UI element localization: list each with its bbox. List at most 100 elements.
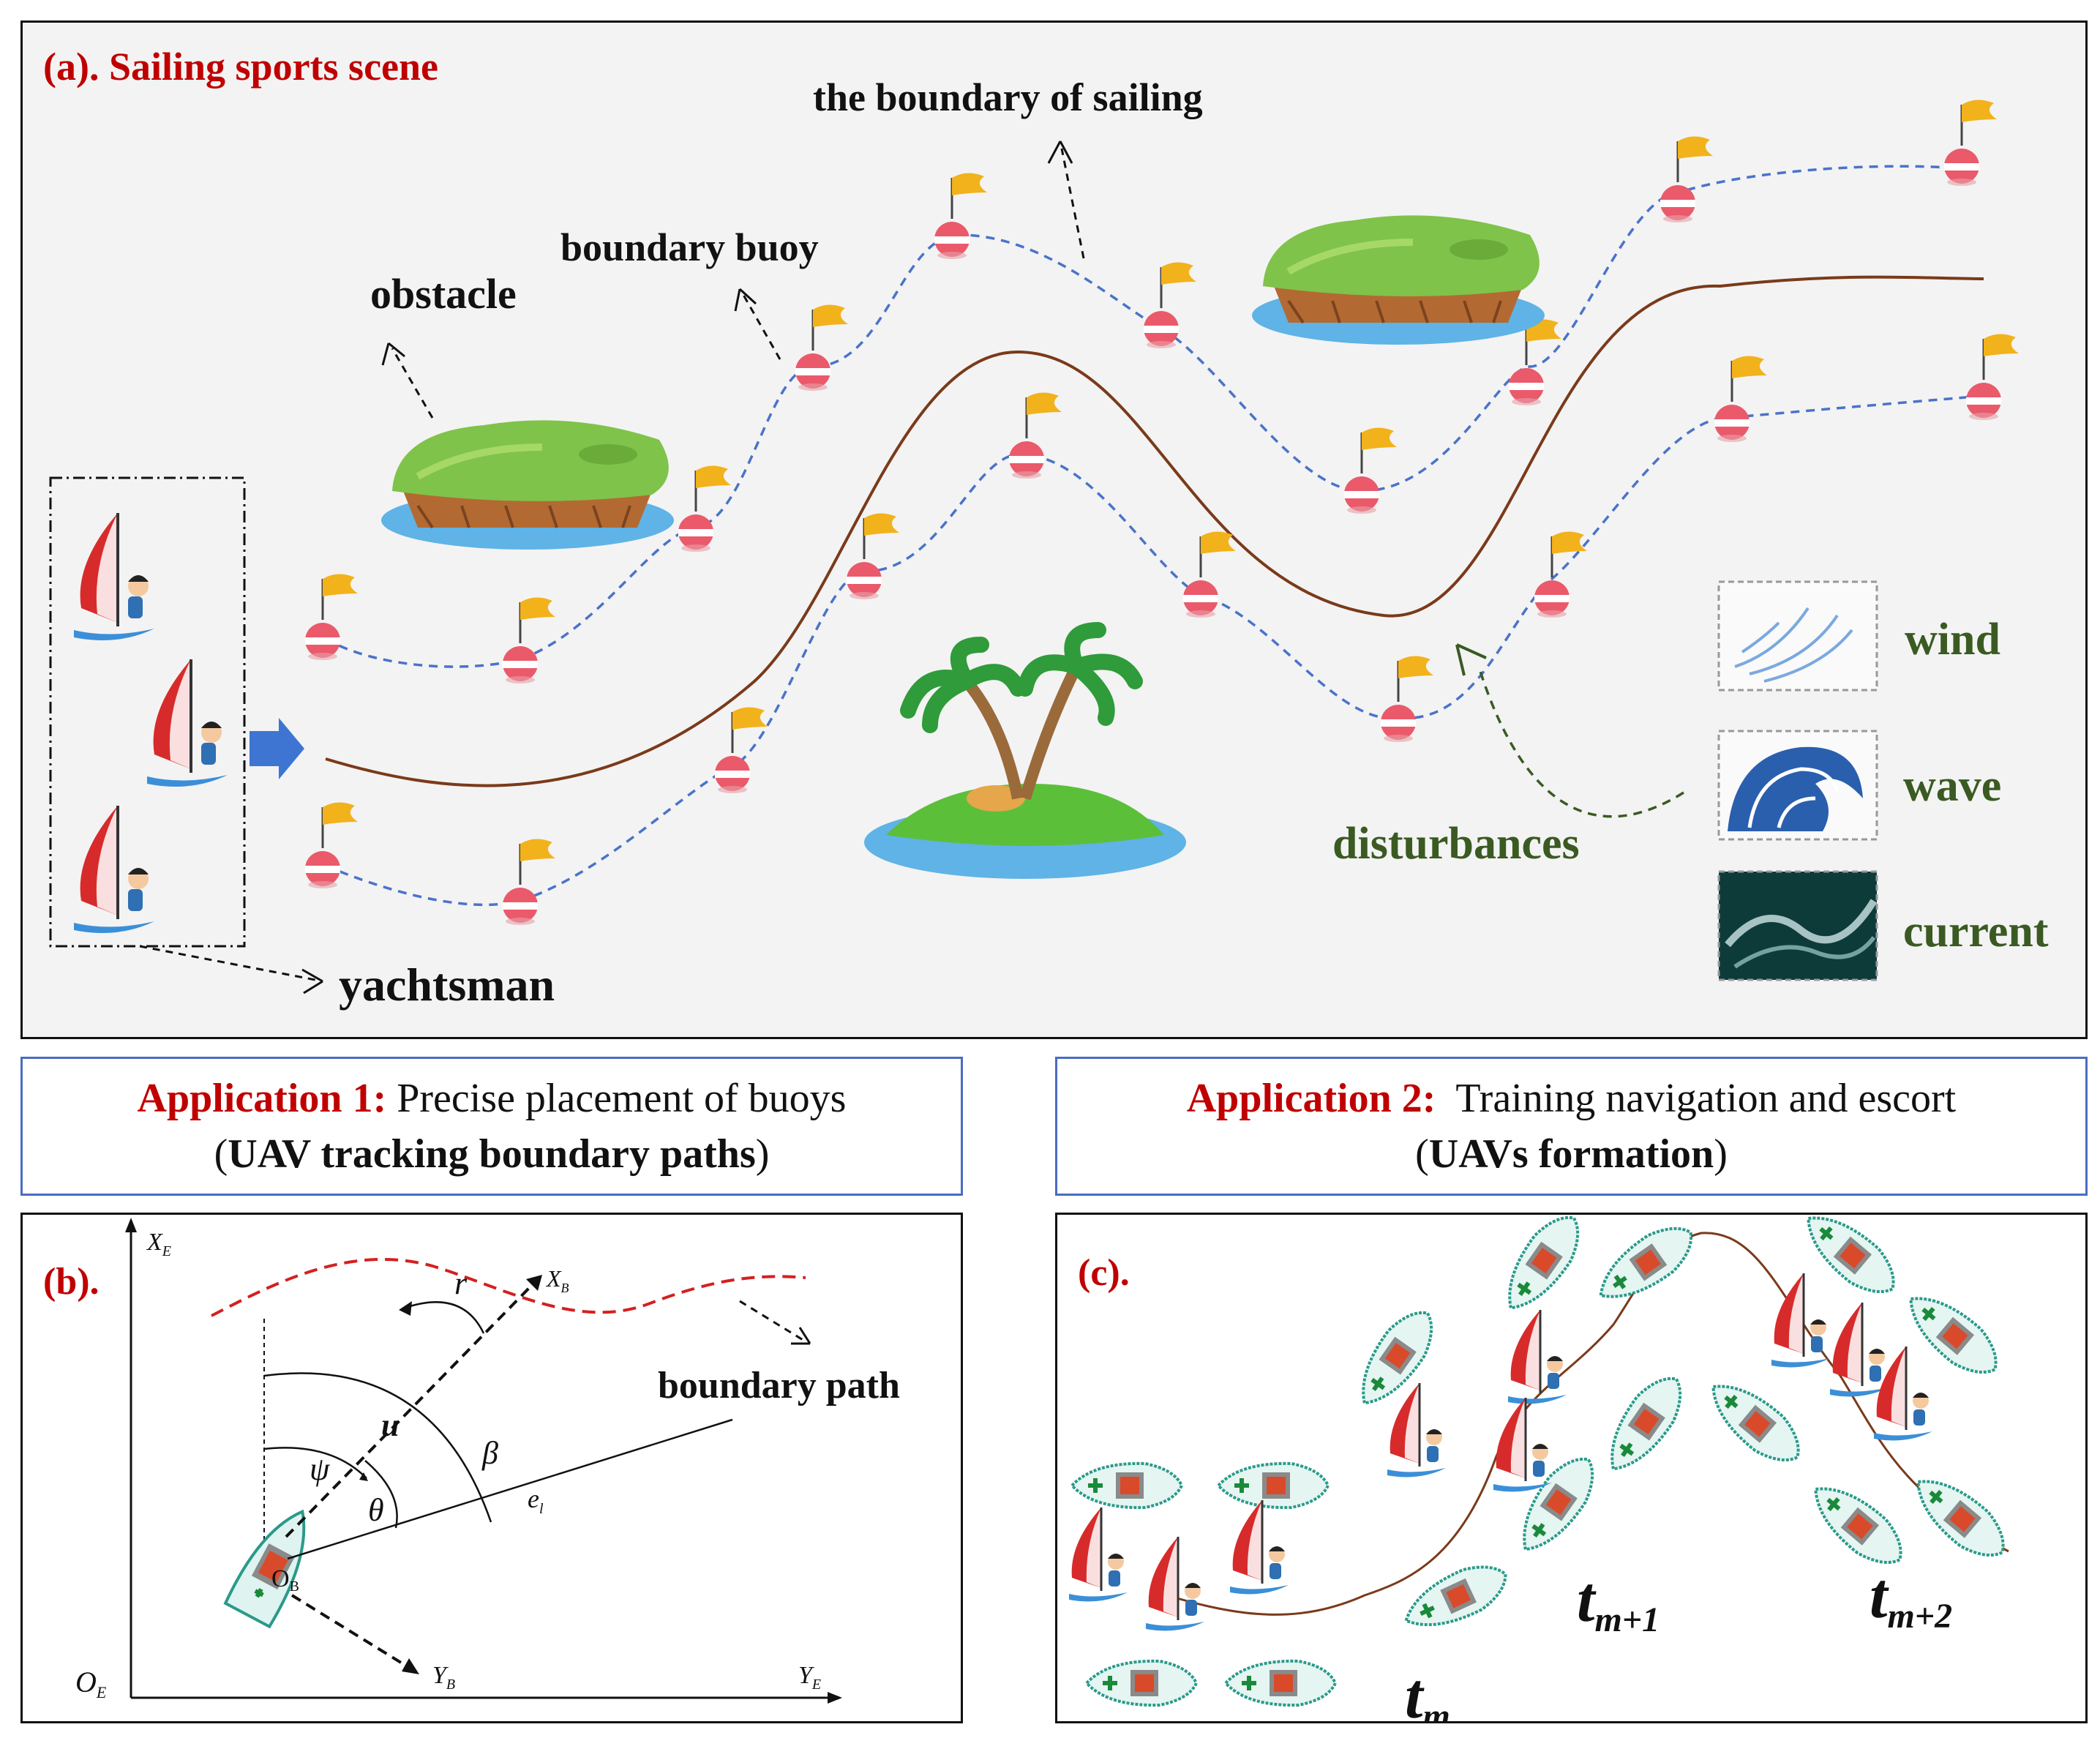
sailing-path: [325, 275, 1984, 787]
uav-boat-icon: [1904, 1465, 2017, 1570]
wave-icon: [1728, 746, 1863, 831]
buoy-icon: [1659, 135, 1714, 224]
panel-a: (a). Sailing sports scene: [20, 20, 2088, 1039]
yachtsman-group-box: [49, 476, 246, 948]
oe-origin-label: OE: [75, 1666, 107, 1701]
windsurfer-icon: [1829, 1301, 1890, 1398]
el-label: el: [528, 1484, 544, 1517]
application-1-subtitle: UAV tracking boundary paths: [228, 1131, 756, 1177]
psi-arc: [263, 1447, 367, 1479]
buoy-icon: [1343, 426, 1398, 515]
application-2-subtitle: UAVs formation: [1428, 1131, 1714, 1177]
yachtsman-label: yachtsman: [339, 959, 555, 1011]
boundary-buoy-label: boundary buoy: [560, 225, 819, 269]
buoy-icon: [1965, 332, 2020, 422]
yb-axis: [290, 1594, 412, 1670]
beta-symbol: β: [481, 1435, 498, 1471]
windsurfer-icon: [1507, 1308, 1568, 1405]
disturbances-label: disturbances: [1332, 819, 1580, 869]
buoy-icon: [1008, 391, 1063, 480]
uav-boat-icon: [1397, 1554, 1515, 1641]
buoy-icon: [1533, 530, 1589, 619]
uav-boat-icon: [1493, 1215, 1591, 1321]
panel-a-canvas: (a). Sailing sports scene: [43, 45, 2049, 1011]
panel-c: (c). tm tm+1 tm+2: [1055, 1213, 2088, 1736]
uav-boat-icon: [1072, 1464, 1182, 1507]
current-label: current: [1903, 907, 2049, 956]
application-1-box: Application 1: Precise placement of buoy…: [20, 1057, 963, 1196]
lower-boundary-line: [325, 394, 1984, 907]
uav-boat-icon: [1218, 1464, 1328, 1507]
uav-boat-icon: [1226, 1661, 1335, 1705]
xb-axis-label: XB: [545, 1265, 569, 1295]
buoy-icon: [304, 801, 359, 890]
theta-arc: [364, 1460, 398, 1529]
time-label-tm1: tm+1: [1577, 1565, 1660, 1639]
uav-boat-icon: [1087, 1661, 1196, 1705]
windsurfer-icon: [1144, 1535, 1206, 1632]
theta-symbol: θ: [368, 1492, 384, 1528]
psi-symbol: ψ: [310, 1451, 330, 1487]
wind-icon-box: [1717, 580, 1878, 692]
panel-b-canvas: (b). XE YE OE boundary path XB YB OB el: [43, 1218, 900, 1704]
uav-boat-icon: [1588, 1215, 1703, 1314]
windsurfer-icon: [1229, 1499, 1290, 1595]
buoy-icon: [501, 596, 557, 685]
obstacle-island-icon: [381, 420, 674, 550]
u-symbol: u: [381, 1407, 399, 1443]
windsurfer-icon: [72, 804, 156, 934]
r-arc: [402, 1301, 485, 1334]
yb-axis-label: YB: [432, 1662, 455, 1693]
buoy-icon: [1142, 261, 1198, 350]
island-icon: [1252, 215, 1545, 345]
xe-axis-label: XE: [146, 1229, 171, 1259]
uav-boat-icon: [1595, 1366, 1694, 1481]
windsurfer-icon: [1068, 1506, 1129, 1603]
upper-boundary-line: [325, 165, 1970, 668]
obstacle-label: obstacle: [370, 270, 517, 318]
windsurfer-icon: [1492, 1396, 1553, 1493]
formation-trajectory: [1166, 1232, 2009, 1616]
buoy-icon: [1182, 530, 1237, 619]
application-1-text: Precise placement of buoys: [386, 1076, 847, 1121]
application-2-prefix: Application 2:: [1186, 1076, 1436, 1121]
buoy-icon: [501, 837, 557, 926]
xb-axis: [285, 1281, 536, 1538]
uav-boat-icon: [1699, 1370, 1812, 1475]
uav-boat-icon: [1794, 1215, 1907, 1306]
panel-a-title: (a). Sailing sports scene: [43, 45, 438, 89]
application-1-prefix: Application 1:: [137, 1076, 387, 1121]
panel-c-canvas: (c). tm tm+1 tm+2: [1068, 1215, 2085, 1736]
error-line: [287, 1418, 733, 1560]
buoy-icon: [1379, 654, 1435, 743]
wind-label: wind: [1905, 615, 2000, 664]
start-arrow-icon: [250, 718, 304, 779]
r-symbol: r: [454, 1265, 468, 1301]
panel-b-label: (b).: [43, 1261, 100, 1303]
boundary-of-sailing-label: the boundary of sailing: [813, 75, 1203, 119]
buoy-icon: [933, 171, 989, 261]
application-2-box: Application 2: Training navigation and e…: [1055, 1057, 2088, 1196]
uav-boat-icon: [1346, 1300, 1445, 1415]
windsurfer-icon: [72, 512, 156, 642]
wave-label: wave: [1903, 761, 2001, 811]
buoy-icon: [794, 303, 850, 392]
buoy-icon: [677, 464, 732, 553]
ob-origin-label: OB: [271, 1565, 299, 1595]
beta-arc: [263, 1372, 492, 1523]
boundary-path-line: [211, 1257, 806, 1317]
uav-boat-icon: [1897, 1282, 2009, 1387]
panel-c-label: (c).: [1078, 1252, 1130, 1294]
time-label-tm: tm: [1405, 1661, 1450, 1721]
buoy-icon: [1713, 354, 1769, 443]
buoy-icon: [713, 705, 769, 795]
wind-icon: [1734, 607, 1853, 683]
palm-island-icon: [864, 622, 1186, 879]
uav-boat-icon: [1801, 1472, 1914, 1577]
time-label-tm2: tm+2: [1870, 1561, 1952, 1636]
panel-b: (b). XE YE OE boundary path XB YB OB el: [20, 1213, 963, 1723]
windsurfer-icon: [1386, 1382, 1447, 1478]
windsurfer-icon: [146, 658, 229, 788]
buoy-icon: [304, 572, 359, 662]
boundary-path-label: boundary path: [658, 1365, 900, 1406]
